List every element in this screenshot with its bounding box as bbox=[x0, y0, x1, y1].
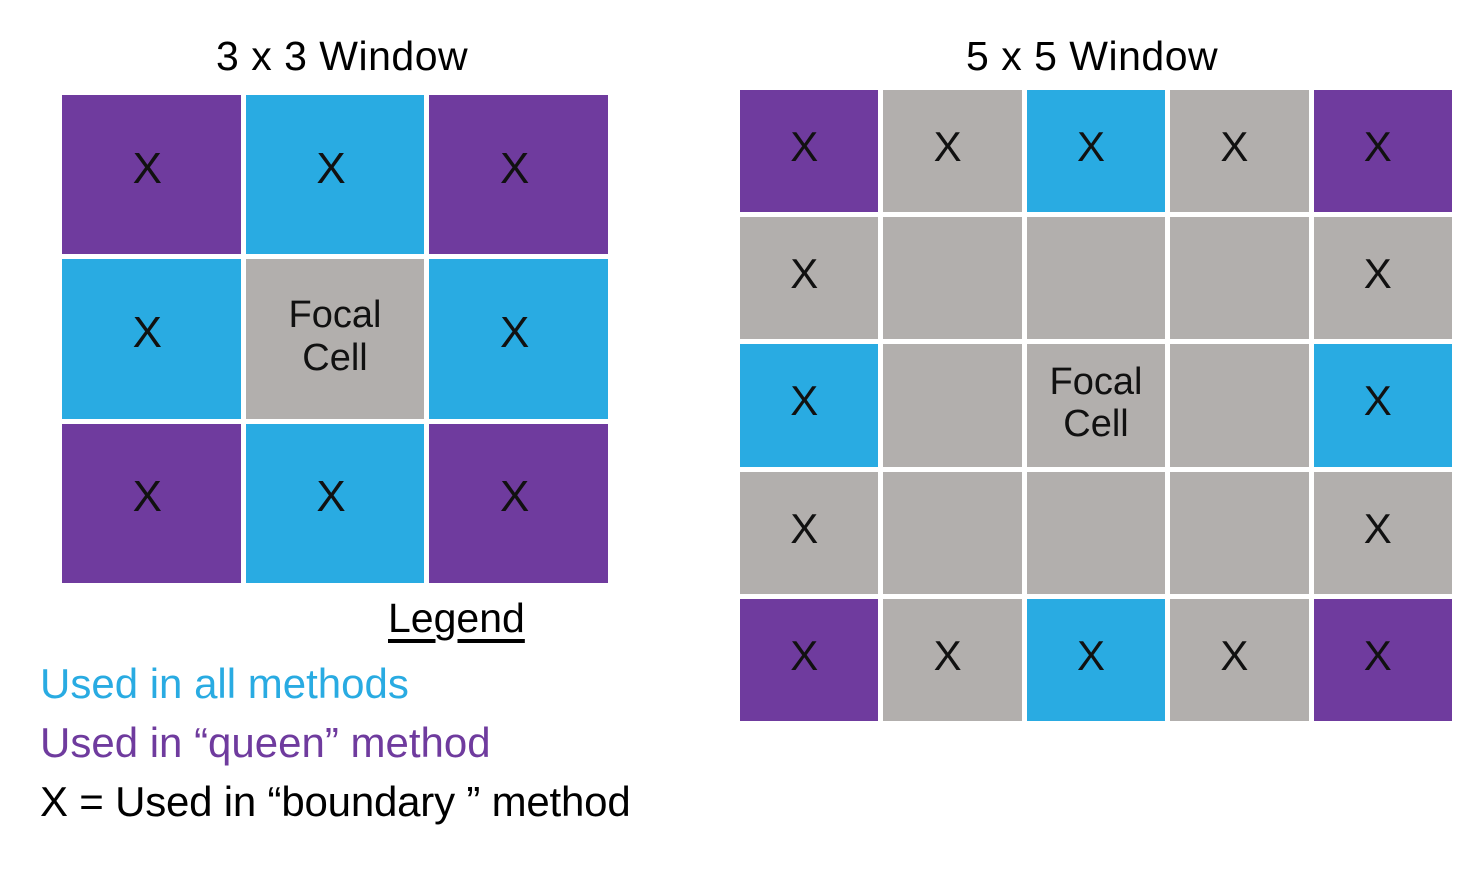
grid-cell-r2-c2 bbox=[883, 217, 1022, 340]
legend-item-queen-method: Used in “queen” method bbox=[40, 719, 491, 766]
grid-cell-r3-c1: X bbox=[62, 423, 241, 583]
grid-cell-r1-c4: X bbox=[1170, 90, 1309, 213]
focal-cell-label-line1: Focal bbox=[1049, 360, 1143, 403]
boundary-x-mark: X bbox=[933, 123, 962, 171]
grid-cell-r3-c1: X bbox=[740, 344, 879, 467]
grid-cell-r2-c1: X bbox=[740, 217, 879, 340]
grid-cell-r1-c5: X bbox=[1313, 90, 1452, 213]
grid-cell-r5-c5: X bbox=[1313, 598, 1452, 721]
grid-cell-r3-c5: X bbox=[1313, 344, 1452, 467]
focal-cell-label-line2: Cell bbox=[1063, 403, 1129, 446]
grid-cell-r4-c1: X bbox=[740, 471, 879, 594]
grid-cell-r3-c2 bbox=[883, 344, 1022, 467]
grid-cell-r1-c2: X bbox=[883, 90, 1022, 213]
grid-cell-r1-c3: X bbox=[429, 95, 608, 255]
boundary-x-mark: X bbox=[790, 631, 819, 679]
grid-cell-r3-c3: X bbox=[429, 423, 608, 583]
focal-cell-label-line2: Cell bbox=[302, 336, 368, 379]
boundary-x-mark: X bbox=[316, 143, 346, 193]
boundary-x-mark: X bbox=[790, 377, 819, 425]
boundary-x-mark: X bbox=[1076, 631, 1105, 679]
grid-cell-r3-c4 bbox=[1170, 344, 1309, 467]
boundary-x-mark: X bbox=[499, 143, 530, 193]
legend: Legend Used in all methods Used in “quee… bbox=[0, 598, 740, 848]
boundary-x-mark: X bbox=[132, 472, 162, 522]
boundary-x-mark: X bbox=[933, 631, 962, 679]
grid-cell-r5-c4: X bbox=[1170, 598, 1309, 721]
boundary-x-mark: X bbox=[316, 472, 346, 522]
boundary-x-mark: X bbox=[790, 250, 819, 298]
grid-cell-r4-c3 bbox=[1026, 471, 1166, 594]
boundary-x-mark: X bbox=[132, 143, 162, 193]
grid-cell-r1-c1: X bbox=[62, 95, 241, 255]
grid-cell-r2-c3 bbox=[1026, 217, 1166, 340]
grid-cell-r3-c2: X bbox=[245, 423, 425, 583]
legend-title: Legend bbox=[388, 595, 525, 641]
legend-item-boundary-method: X = Used in “boundary ” method bbox=[40, 778, 631, 825]
boundary-x-mark: X bbox=[1363, 377, 1392, 425]
boundary-x-mark: X bbox=[499, 472, 530, 522]
grid-cell-r4-c4 bbox=[1170, 471, 1309, 594]
grid-cell-r1-c2: X bbox=[245, 95, 425, 255]
boundary-x-mark: X bbox=[1363, 631, 1392, 679]
boundary-x-mark: X bbox=[1220, 123, 1249, 171]
boundary-x-mark: X bbox=[1220, 631, 1249, 679]
boundary-x-mark: X bbox=[1363, 504, 1392, 552]
legend-item-all-methods: Used in all methods bbox=[40, 660, 409, 707]
grid-cell-r5-c1: X bbox=[740, 598, 879, 721]
panel-title-5x5: 5 x 5 Window bbox=[966, 33, 1219, 79]
grid-cell-r2-c3: X bbox=[429, 259, 608, 419]
grid-cell-r2-c1: X bbox=[62, 259, 241, 419]
panel-title-3x3: 3 x 3 Window bbox=[216, 33, 469, 79]
boundary-x-mark: X bbox=[132, 307, 162, 357]
grid-cell-r1-c3: X bbox=[1026, 90, 1166, 213]
boundary-x-mark: X bbox=[499, 307, 530, 357]
grid-cell-r2-c5: X bbox=[1313, 217, 1452, 340]
grid-cell-r4-c5: X bbox=[1313, 471, 1452, 594]
boundary-x-mark: X bbox=[1076, 123, 1105, 171]
boundary-x-mark: X bbox=[1363, 250, 1392, 298]
focal-cell-label-line1: Focal bbox=[288, 294, 382, 337]
boundary-x-mark: X bbox=[790, 123, 819, 171]
grid-cell-r2-c4 bbox=[1170, 217, 1309, 340]
boundary-x-mark: X bbox=[1363, 123, 1392, 171]
grid-cell-r1-c1: X bbox=[740, 90, 879, 213]
grid-cell-r5-c2: X bbox=[883, 598, 1022, 721]
boundary-x-mark: X bbox=[790, 504, 819, 552]
grid-cell-r4-c2 bbox=[883, 471, 1022, 594]
grid-cell-r5-c3: X bbox=[1026, 598, 1166, 721]
